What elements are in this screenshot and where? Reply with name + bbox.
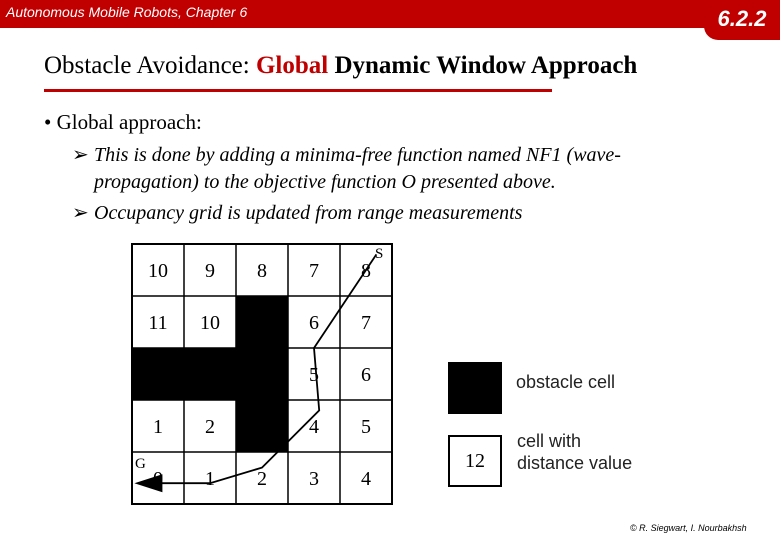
goal-label: G	[135, 456, 146, 472]
sub-item-1-line2: propagation) to the objective function O…	[94, 171, 556, 193]
sub-item-1-line1: This is done by adding a minima-free fun…	[94, 144, 621, 166]
cell-value: 2	[257, 468, 267, 490]
obstacle-cell	[184, 348, 236, 400]
section-number: 6.2.2	[717, 6, 767, 31]
sub-item-2-line1: Occupancy grid is updated from range mea…	[94, 202, 523, 224]
cell-value: 3	[309, 468, 319, 490]
cell-value: 6	[309, 312, 319, 334]
title-prefix: Obstacle Avoidance:	[44, 52, 256, 79]
cell-value: 1	[153, 416, 163, 438]
legend-distance-line1: cell with	[517, 431, 582, 451]
sub-item-2: ➢Occupancy grid is updated from range me…	[72, 200, 692, 227]
title-suffix: Dynamic Window Approach	[334, 52, 638, 79]
arrow-bullet-icon: ➢	[72, 144, 89, 166]
path-line	[142, 253, 378, 485]
legend-distance-label: cell with distance value	[517, 430, 677, 474]
cell-value: 6	[361, 364, 371, 386]
cell-value: 11	[148, 312, 167, 334]
start-label: S	[375, 246, 383, 262]
title-highlight: Global	[255, 52, 329, 79]
bullet-text: Global approach:	[56, 110, 202, 134]
nf1-grid: 10 9 8 7 8 11 10 6 7 5 6 1 2 4 5 0 1 2 3 4 S G	[131, 243, 393, 505]
cell-value: 4	[309, 416, 319, 438]
copyright: © R. Siegwart, I. Nourbakhsh	[630, 523, 747, 533]
cell-value: 5	[309, 364, 319, 386]
obstacle-cell	[132, 348, 184, 400]
cell-value: 10	[200, 312, 220, 334]
legend-obstacle-swatch	[448, 362, 502, 414]
path-arrowhead	[134, 474, 163, 493]
cell-value: 5	[361, 416, 371, 438]
arrow-bullet-icon: ➢	[72, 202, 89, 224]
bullet-item: • Global approach:	[44, 110, 202, 135]
cell-value: 8	[361, 260, 371, 282]
slide-title: Obstacle Avoidance: Global Dynamic Windo…	[44, 52, 637, 80]
legend-distance-swatch: 12	[448, 435, 502, 487]
bullet-dot-icon: •	[44, 110, 52, 134]
cell-value: 7	[361, 312, 371, 334]
title-underline	[44, 89, 552, 92]
obstacle-cell	[236, 296, 288, 348]
obstacle-cell	[236, 400, 288, 452]
sub-item-1: ➢This is done by adding a minima-free fu…	[72, 142, 692, 196]
legend-distance-line2: distance value	[517, 453, 633, 473]
cell-value: 9	[205, 260, 215, 282]
cell-value: 4	[361, 468, 371, 490]
obstacle-cell	[236, 348, 288, 400]
cell-value: 8	[257, 260, 267, 282]
cell-value: 1	[205, 468, 215, 490]
cell-value: 2	[205, 416, 215, 438]
legend-obstacle-label: obstacle cell	[516, 372, 616, 392]
cell-value: 0	[153, 468, 163, 490]
cell-value: 7	[309, 260, 319, 282]
section-badge: 6.2.2	[704, 0, 780, 40]
header-bar: Autonomous Mobile Robots, Chapter 6	[0, 0, 722, 28]
course-title: Autonomous Mobile Robots, Chapter 6	[6, 4, 248, 20]
cell-value: 10	[148, 260, 168, 282]
